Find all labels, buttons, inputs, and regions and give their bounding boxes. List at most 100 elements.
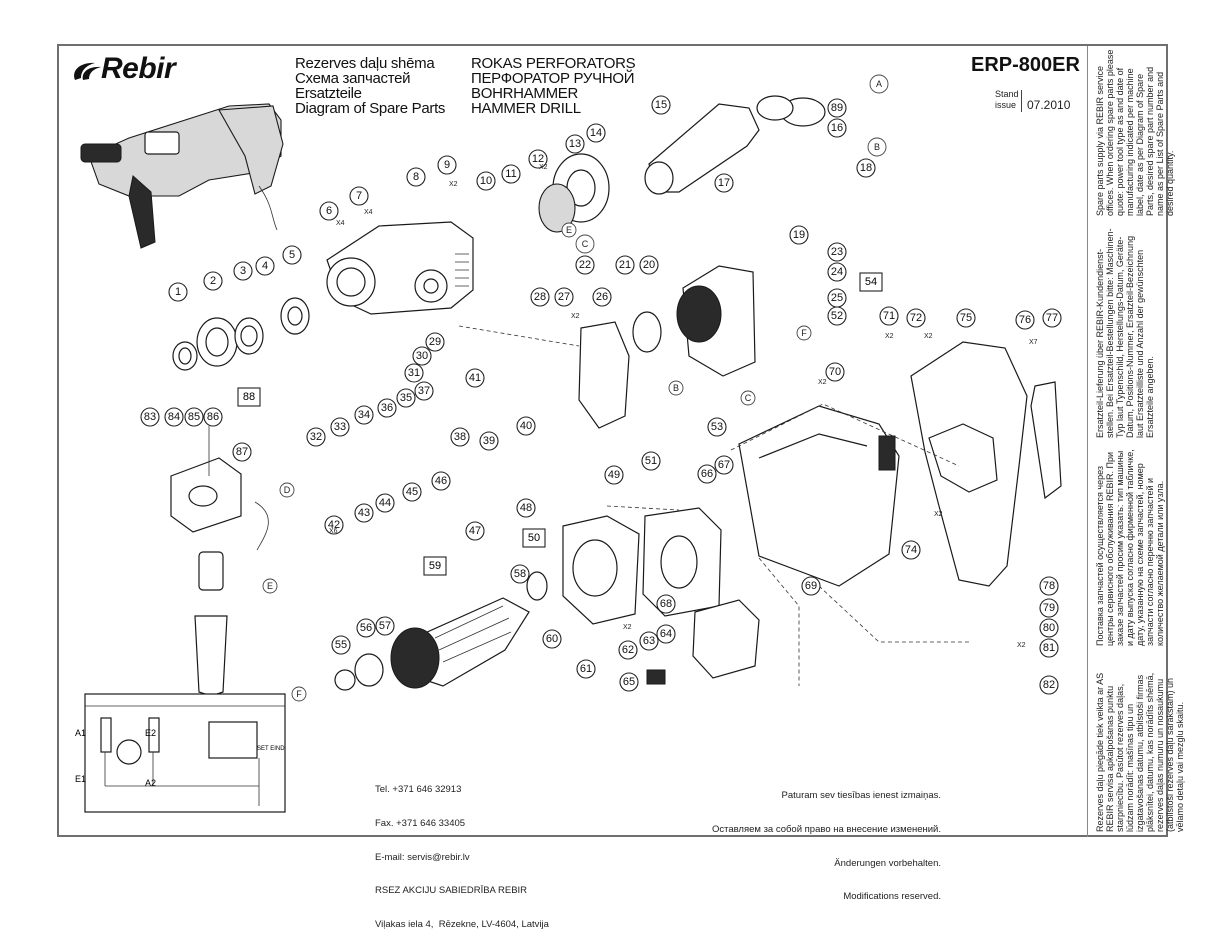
svg-text:65: 65 [623,676,635,688]
logo-swoosh-icon [74,62,101,80]
side-note-en: Spare parts supply via REBIR service off… [1095,49,1175,216]
svg-text:33: 33 [334,421,346,433]
svg-text:E: E [566,225,572,235]
svg-text:69: 69 [805,580,817,592]
callout-76: 76 [1015,310,1035,330]
callout-21: 21 [615,255,635,275]
svg-text:67: 67 [718,459,730,471]
svg-text:82: 82 [1043,679,1055,691]
callout-29: 29 [425,332,445,352]
callout-30: 30 [412,346,432,366]
callout-10: 10 [476,171,496,191]
svg-text:43: 43 [358,507,370,519]
reference-letter-b-0: B [867,137,887,157]
part-field-stator [562,507,722,625]
title-lv: Rezerves daļu shēma [295,55,435,72]
callout-74: 74 [901,540,921,560]
callout-87: 87 [232,442,252,462]
svg-text:58: 58 [514,568,526,580]
svg-text:22: 22 [579,259,591,271]
svg-text:28: 28 [534,291,546,303]
reference-letter-f-1: F [291,686,307,702]
callout-68: 68 [656,594,676,614]
svg-text:7: 7 [356,190,362,202]
svg-text:26: 26 [596,291,608,303]
svg-text:10: 10 [480,175,492,187]
svg-text:12: 12 [532,153,544,165]
contact-address: Viļakas iela 4, Rēzekne, LV-4604, Latvij… [375,918,549,930]
svg-text:71: 71 [883,310,895,322]
svg-text:87: 87 [236,446,248,458]
callout-84: 84 [164,407,184,427]
callout-70: 70 [825,362,845,382]
svg-text:B: B [673,383,679,393]
notice-ru: Оставляем за собой право на внесение изм… [711,824,941,836]
quantity-mark: X4 [364,209,373,216]
exploded-view-drawing: A1 A2 E1 E2 SET EIND 1234567891011121314… [75,74,1062,813]
callout-49: 49 [604,465,624,485]
callout-53: 53 [707,417,727,437]
svg-text:84: 84 [168,411,180,423]
quantity-mark: X2 [934,511,943,518]
title-column-2: ROKAS PERFORATORS ПЕРФОРАТОР РУЧНОЙ BOHR… [471,56,636,116]
svg-text:54: 54 [865,276,877,288]
callout-67: 67 [714,455,734,475]
part-switch [646,599,760,685]
callout-58: 58 [510,564,530,584]
svg-text:89: 89 [831,102,843,114]
callout-42: 42 [324,515,344,535]
callout-71: 71 [879,306,899,326]
callout-45: 45 [402,482,422,502]
callout-4: 4 [255,256,275,276]
part-gear-spindle [538,95,826,233]
svg-text:77: 77 [1046,312,1058,324]
wiring-label-set-eind: SET EIND [257,746,285,752]
svg-text:32: 32 [310,431,322,443]
part-front-rings [172,297,310,371]
boxed-callout-59: 59 [423,556,447,576]
callout-80: 80 [1039,618,1059,638]
callout-25: 25 [827,288,847,308]
part-handle [910,341,1062,587]
svg-text:51: 51 [645,455,657,467]
svg-text:74: 74 [905,544,917,556]
callout-13: 13 [565,134,585,154]
callout-56: 56 [356,618,376,638]
callout-5: 5 [282,245,302,265]
product-de: BOHRHAMMER [471,85,579,102]
svg-text:86: 86 [207,411,219,423]
callout-14: 14 [586,123,606,143]
quantity-mark: X2 [1017,642,1026,649]
callout-52: 52 [827,306,847,326]
svg-text:20: 20 [643,259,655,271]
svg-text:2: 2 [210,275,216,287]
svg-text:F: F [801,328,807,338]
side-note-de: Ersatzteil-Lieferung über REBIR-Kundendi… [1095,228,1155,438]
svg-text:17: 17 [718,177,730,189]
callout-86: 86 [203,407,223,427]
svg-text:61: 61 [580,663,592,675]
svg-text:C: C [582,239,589,249]
svg-text:80: 80 [1043,622,1055,634]
callout-61: 61 [576,659,596,679]
svg-text:18: 18 [860,162,872,174]
callout-66: 66 [697,464,717,484]
reference-letter-a-0: A [869,74,889,94]
brand-name: Rebir [101,52,176,85]
svg-text:70: 70 [829,366,841,378]
title-column-1: Rezerves daļu shēma Схема запчастей Ersa… [295,56,445,116]
svg-text:72: 72 [910,312,922,324]
svg-text:14: 14 [590,127,602,139]
callout-28: 28 [530,287,550,307]
callout-18: 18 [856,158,876,178]
issue-label: issue [995,100,1017,110]
svg-text:D: D [284,485,291,495]
callout-35: 35 [396,388,416,408]
reference-letter-b-1: B [668,380,684,396]
callout-32: 32 [306,427,326,447]
svg-text:25: 25 [831,292,843,304]
wiring-label-e1: E1 [75,774,86,784]
svg-text:A: A [876,79,882,89]
callout-63: 63 [639,631,659,651]
